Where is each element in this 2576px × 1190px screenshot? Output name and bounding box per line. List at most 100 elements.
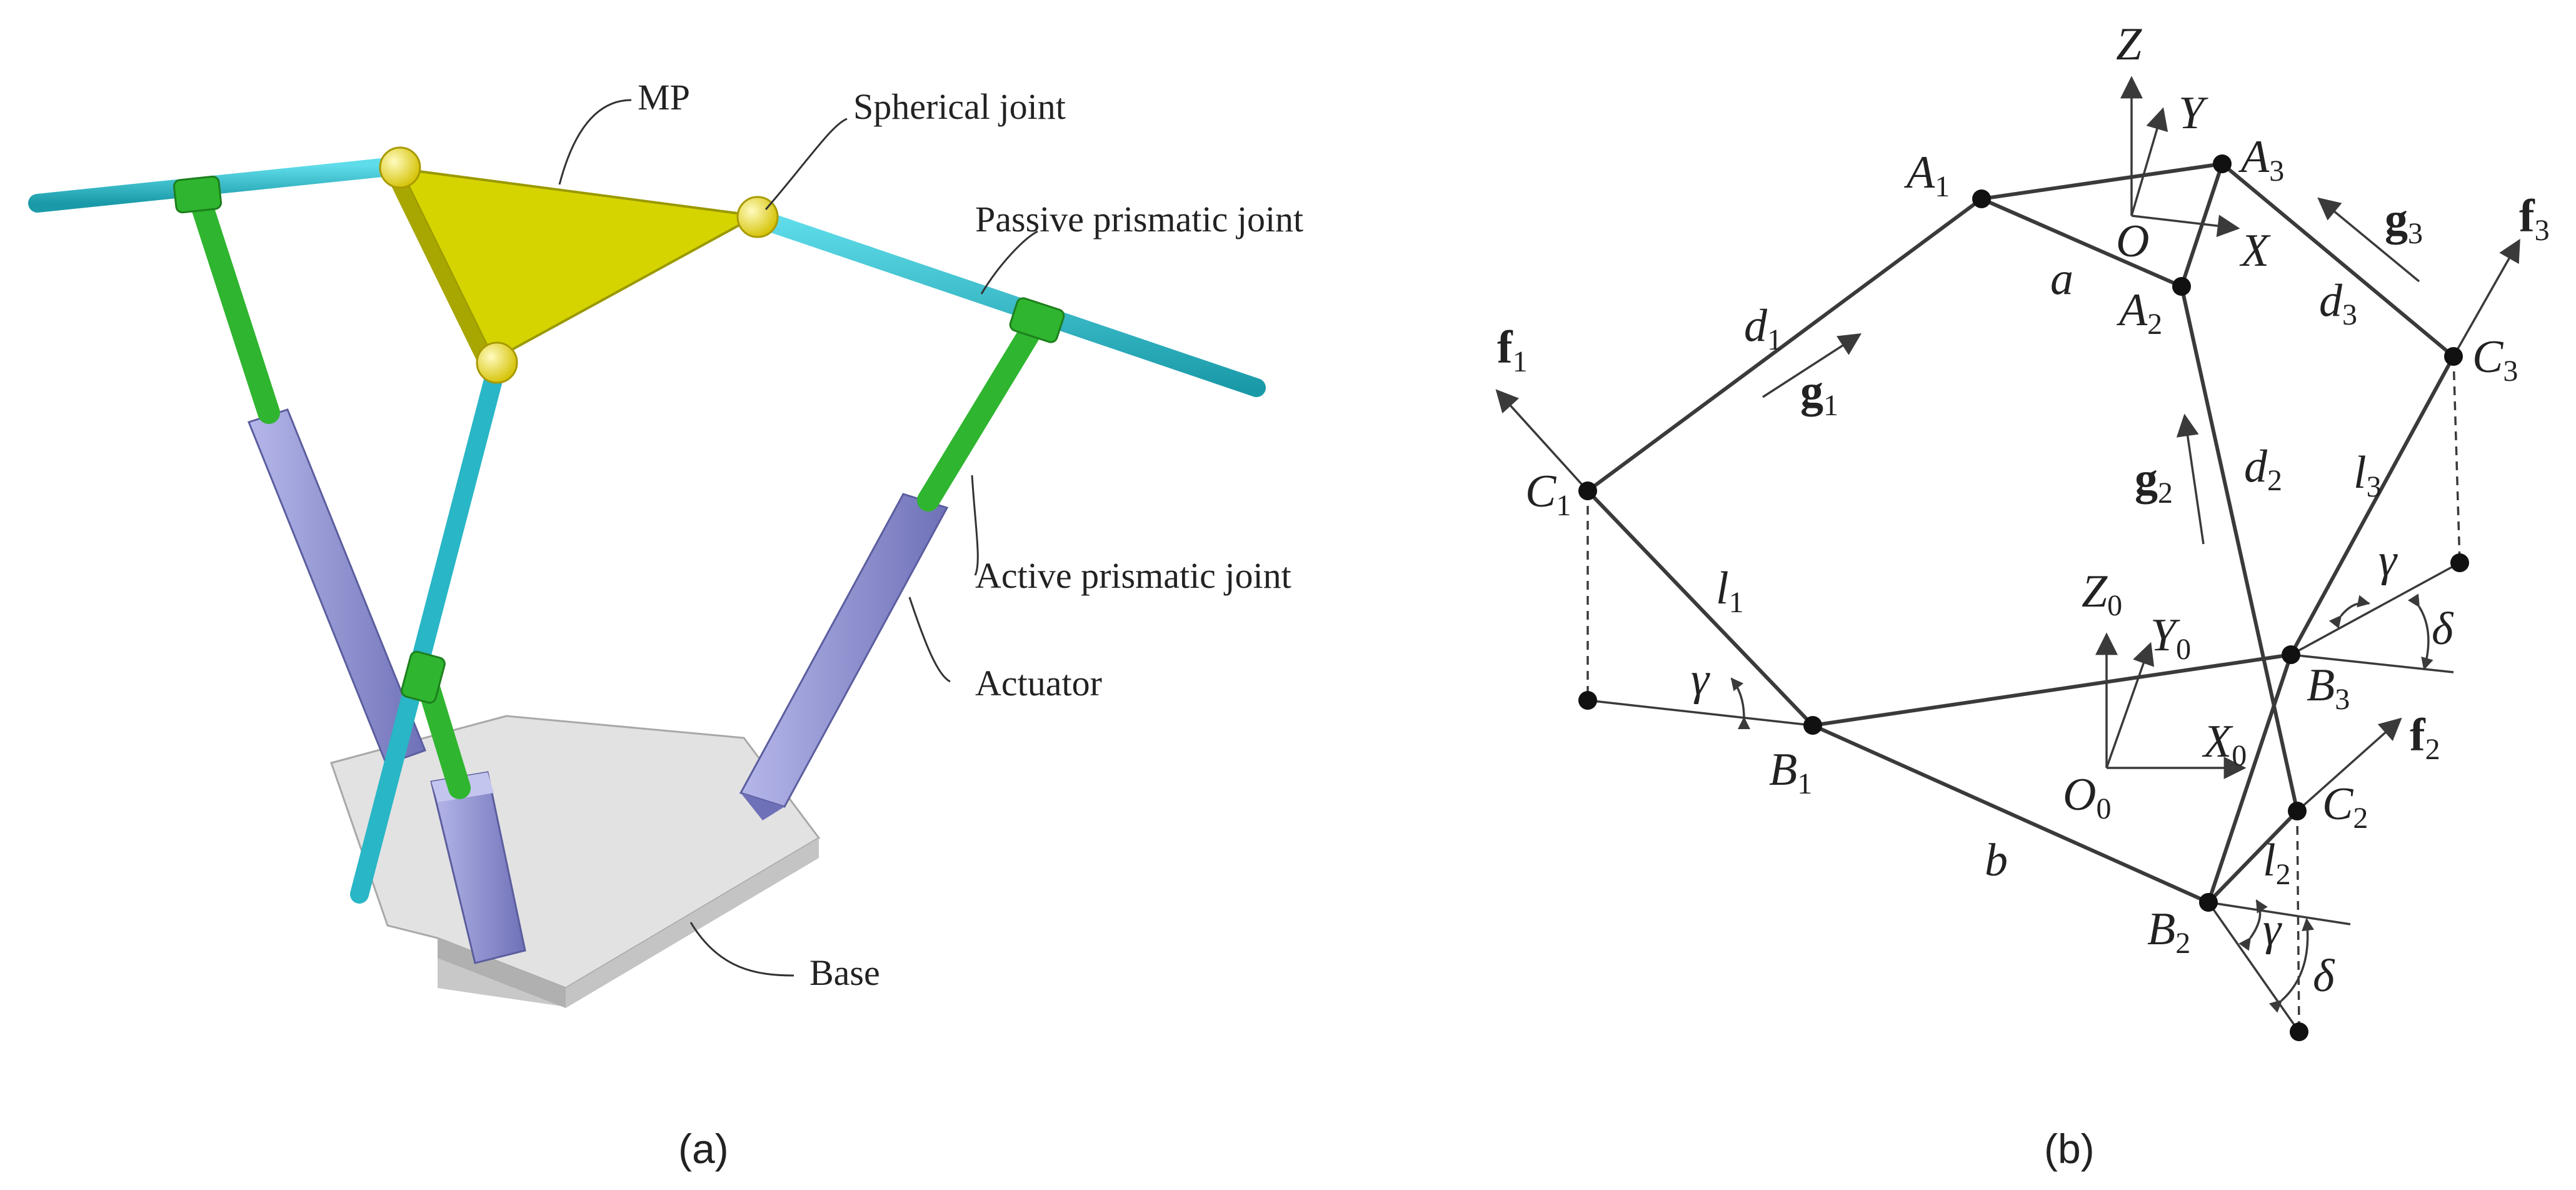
arc-gamma-b3 — [2328, 595, 2370, 629]
label-gamma-b2: γ — [2263, 904, 2282, 955]
link-a3-a2 — [2180, 163, 2224, 287]
label-z0: Z0 — [2082, 566, 2122, 622]
label-l2: l2 — [2263, 835, 2291, 891]
label-gamma-b1: γ — [1691, 653, 1710, 705]
label-x0: X0 — [2202, 716, 2247, 772]
arrow-g3 — [2317, 197, 2420, 283]
label-g2: g2 — [2135, 453, 2173, 510]
label-f2: f2 — [2410, 710, 2440, 766]
label-o0: O0 — [2063, 769, 2111, 825]
label-a3: A3 — [2238, 131, 2284, 188]
label-b3: B3 — [2307, 660, 2350, 716]
link-b2-c2 — [2207, 809, 2299, 904]
label-delta-b2: δ — [2313, 950, 2335, 1002]
panel-b-schematic: A1 A2 A3 B1 B2 B3 C1 C2 C3 Z Y X O Z0 Y0… — [1495, 19, 2550, 1172]
arc-gamma-b2 — [2238, 899, 2268, 951]
axis-x — [2131, 214, 2240, 238]
label-c2: C2 — [2322, 779, 2368, 835]
label-y0: Y0 — [2150, 610, 2191, 666]
ref-b2-right — [2208, 901, 2351, 925]
arc-delta-b3 — [2407, 593, 2433, 670]
rail-front — [350, 356, 506, 904]
label-g1: g1 — [1800, 366, 1838, 422]
callout-active-prismatic-joint: Active prismatic joint — [975, 555, 1291, 596]
node-a2 — [2172, 277, 2191, 296]
node-c2 — [2288, 802, 2307, 820]
label-gamma-b3: γ — [2378, 535, 2398, 586]
label-f1: f1 — [1497, 322, 1528, 378]
actuator-right — [739, 493, 949, 820]
slider-right — [1009, 297, 1065, 343]
rail-right — [750, 209, 1266, 397]
link-a1-a2 — [1980, 197, 2183, 288]
panel-a-model: MP Spherical joint Passive prismatic joi… — [28, 77, 1303, 1172]
link-a1-a3 — [1981, 162, 2223, 201]
label-f3: f3 — [2519, 191, 2550, 247]
link-b3-c3 — [2289, 355, 2455, 656]
arrow-g1 — [1762, 333, 1862, 398]
link-c1-b1 — [1586, 489, 1815, 727]
label-a2: A2 — [2116, 285, 2162, 341]
label-d3: d3 — [2319, 275, 2357, 331]
node-c3-foot — [2450, 553, 2469, 572]
label-o: O — [2116, 216, 2149, 267]
node-b3 — [2282, 645, 2300, 664]
slider-left — [173, 175, 223, 214]
leader-passive — [980, 230, 1038, 295]
label-a: a — [2050, 253, 2073, 305]
slider-front — [401, 650, 446, 704]
panel-b-label: (b) — [2044, 1126, 2095, 1172]
axis-y0 — [2105, 642, 2155, 769]
link-c1-a1 — [1586, 197, 1983, 493]
link-b2-b3 — [2207, 654, 2293, 903]
spherical-joint-3 — [476, 341, 518, 384]
dash-c2 — [2296, 810, 2300, 1032]
arc-delta-b2 — [2268, 918, 2315, 1013]
leg-right — [917, 314, 1046, 512]
callout-spherical-joint: Spherical joint — [853, 86, 1066, 127]
callout-mp: MP — [638, 77, 690, 118]
ref-b2-down — [2207, 901, 2300, 1033]
callout-actuator: Actuator — [975, 663, 1102, 703]
label-c3: C3 — [2472, 331, 2518, 388]
label-c1: C1 — [1525, 466, 1571, 522]
leg-left — [189, 189, 280, 424]
node-c3 — [2444, 347, 2463, 366]
label-l1: l1 — [1716, 563, 1744, 619]
spherical-joint-1 — [379, 146, 421, 189]
callout-base: Base — [809, 952, 880, 993]
label-g3: g3 — [2385, 194, 2423, 250]
moving-platform — [398, 167, 761, 361]
label-y: Y — [2178, 88, 2208, 139]
arrow-f2 — [2296, 717, 2402, 812]
arrow-g2 — [2176, 413, 2205, 545]
node-b1 — [1803, 716, 1822, 735]
leader-actuator — [908, 597, 951, 683]
label-b: b — [1985, 835, 2008, 886]
link-b1-b3 — [1812, 653, 2292, 727]
ref-b3-up — [2290, 562, 2460, 656]
leader-base — [689, 922, 794, 977]
label-l3: l3 — [2353, 447, 2382, 503]
arrow-f1 — [1495, 389, 1589, 492]
base-plate — [330, 715, 821, 1008]
node-b2 — [2199, 893, 2218, 912]
label-d1: d1 — [1744, 300, 1782, 356]
arrow-f3 — [2452, 238, 2520, 357]
node-a1 — [1972, 189, 1991, 208]
dash-c3 — [2452, 356, 2461, 563]
label-b2: B2 — [2147, 904, 2190, 960]
node-c1-foot — [1578, 691, 1597, 710]
node-c1 — [1578, 482, 1597, 500]
link-a3-c3 — [2221, 162, 2455, 358]
label-a1: A1 — [1903, 147, 1950, 203]
label-z: Z — [2116, 19, 2142, 70]
axis-y — [2130, 107, 2168, 216]
callout-passive-prismatic-joint: Passive prismatic joint — [975, 199, 1303, 240]
label-delta-b3: δ — [2432, 603, 2454, 655]
label-x: X — [2239, 225, 2271, 276]
label-d2: d2 — [2244, 441, 2282, 497]
node-c2-foot — [2290, 1022, 2308, 1041]
arc-gamma-b1 — [1730, 677, 1751, 730]
